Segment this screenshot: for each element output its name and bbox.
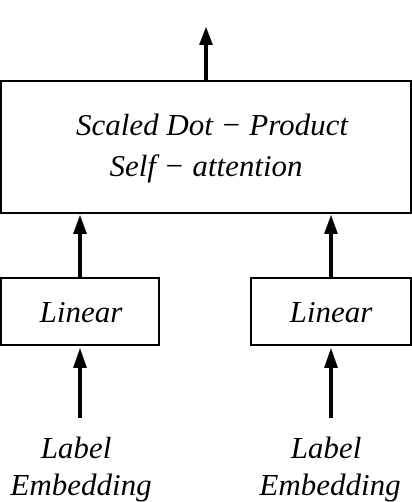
right-input-arrow xyxy=(324,348,338,418)
right-linear-label: Linear xyxy=(289,294,374,329)
right-input-label-line1: Label xyxy=(290,430,362,465)
right-linear-to-attention-arrow xyxy=(324,215,338,277)
left-input-arrow xyxy=(73,348,87,418)
output-arrow xyxy=(199,27,213,80)
right-linear-box xyxy=(250,277,412,346)
left-linear-to-attention-arrow xyxy=(73,215,87,277)
attention-box xyxy=(0,80,412,214)
attention-box-line2: Self − attention xyxy=(109,148,302,183)
attention-box-line1: Scaled Dot − Product xyxy=(76,107,349,142)
right-input-label-line2: Embedding xyxy=(258,467,400,502)
left-linear-box xyxy=(0,277,160,346)
left-input-label-line2: Embedding xyxy=(9,467,151,502)
left-input-label-line1: Label xyxy=(40,430,112,465)
left-linear-label: Linear xyxy=(39,294,124,329)
